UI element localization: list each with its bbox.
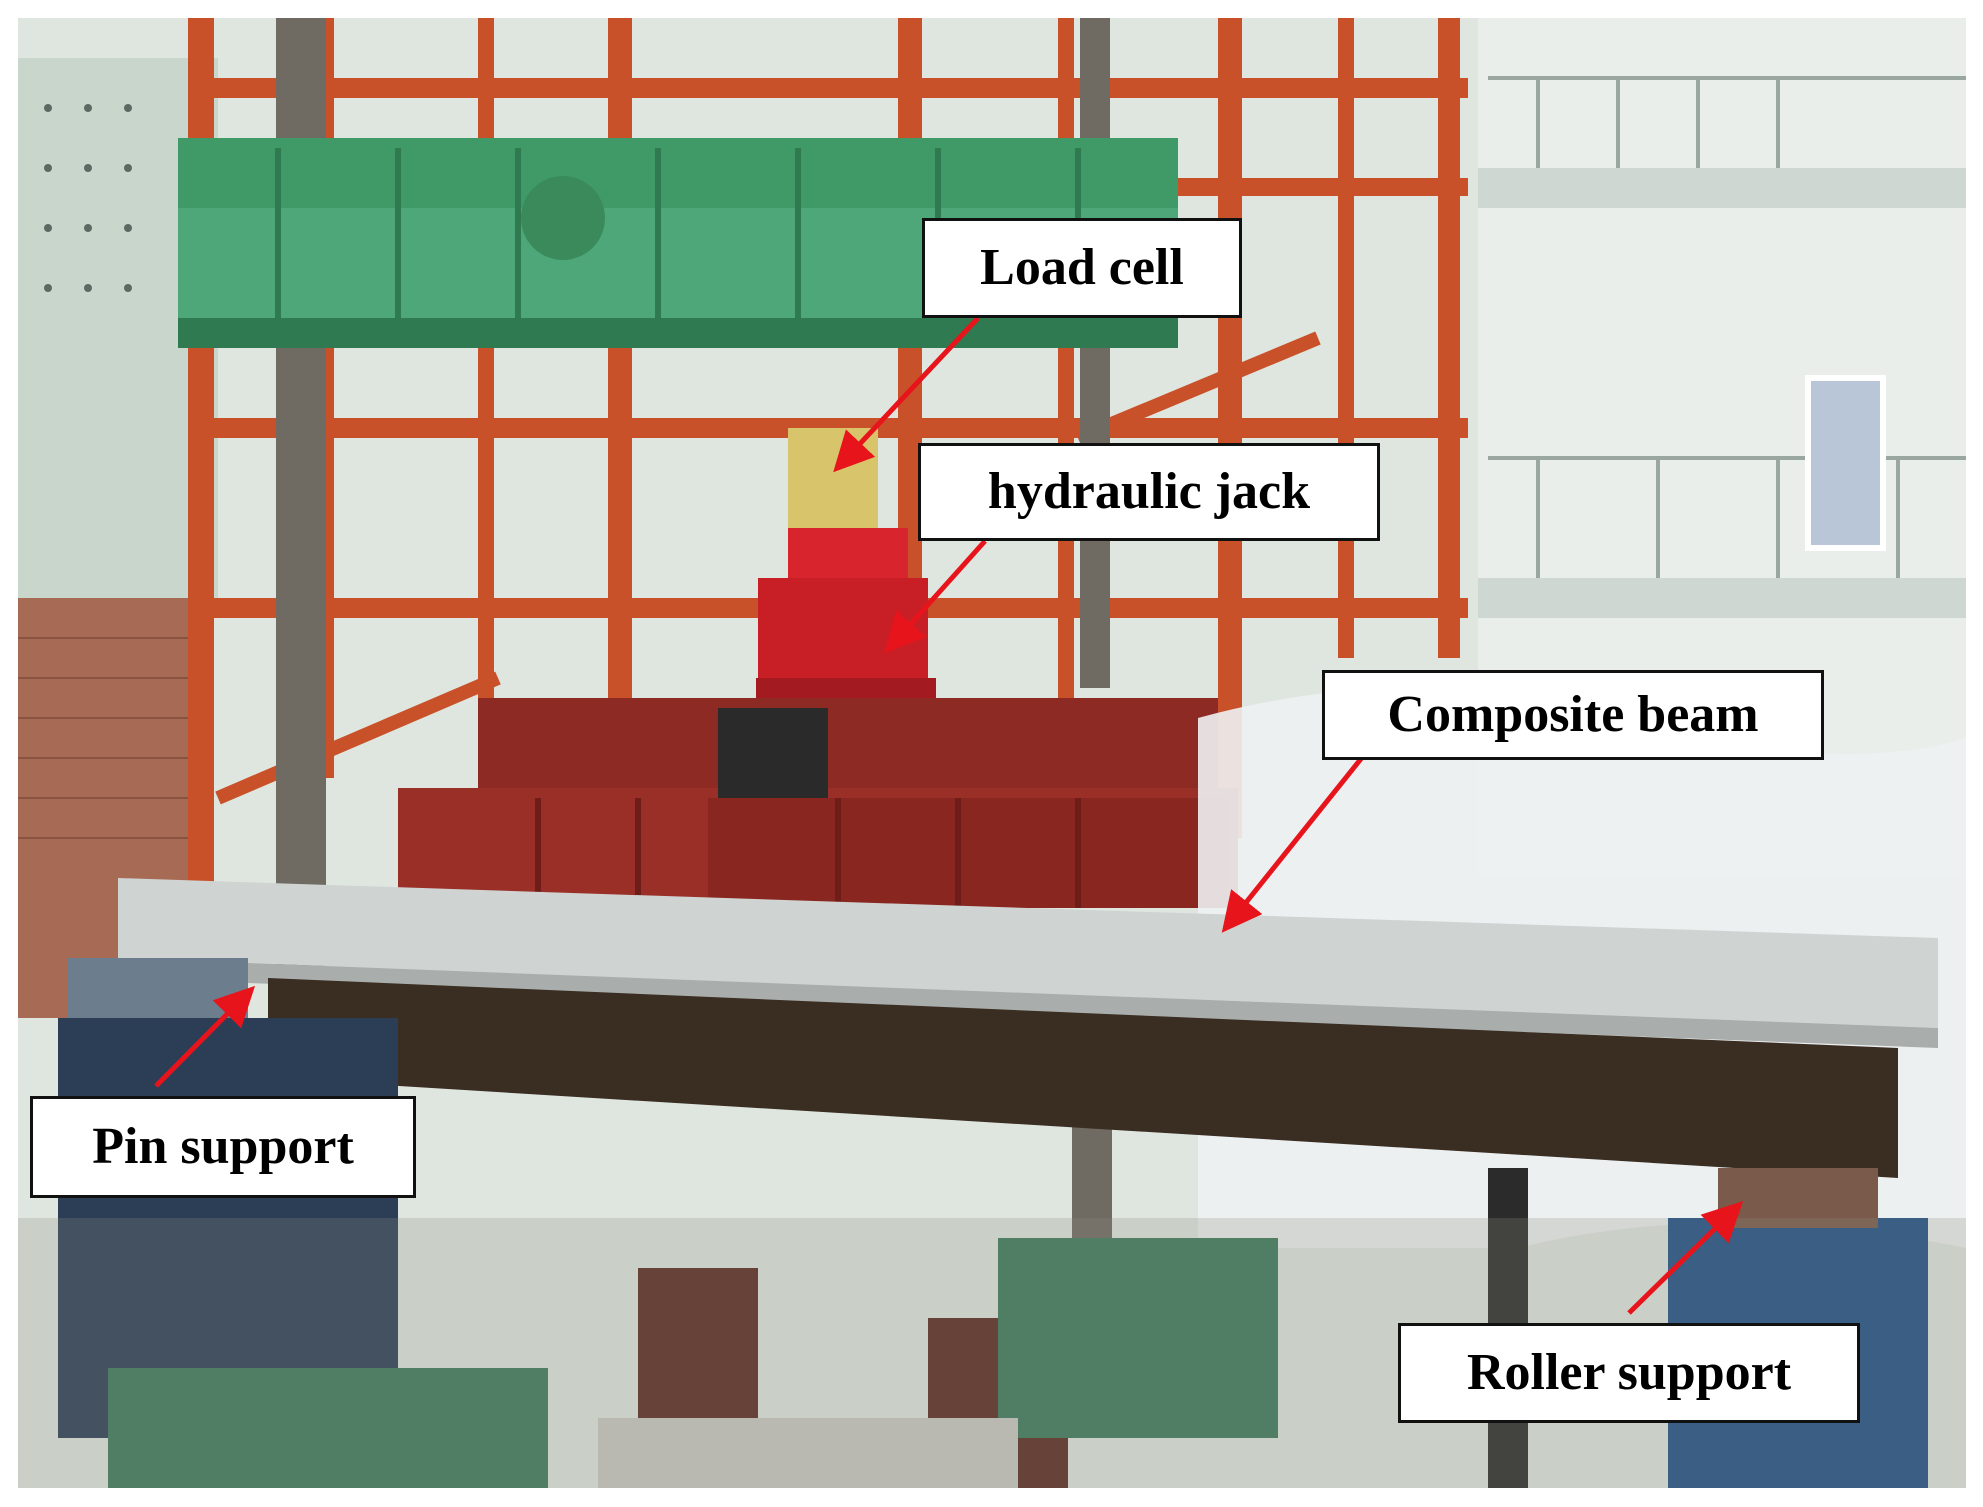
spreader-beam <box>398 698 1238 908</box>
pin-support-base <box>58 958 548 1488</box>
steel-beam <box>268 978 1898 1178</box>
label-pin-support: Pin support <box>30 1096 416 1198</box>
balcony-railings <box>1488 76 1966 578</box>
label-hydraulic-jack: hydraulic jack <box>918 443 1380 541</box>
wall-dots <box>44 104 132 292</box>
floor-equipment <box>18 1218 1966 1488</box>
label-composite-beam: Composite beam <box>1322 670 1824 760</box>
label-load-cell: Load cell <box>922 218 1242 318</box>
poster <box>1805 375 1886 551</box>
test-setup-photo: Load cell hydraulic jack Composite beam … <box>18 18 1966 1488</box>
balcony-lower <box>1478 578 1966 618</box>
annotation-arrows <box>154 316 1744 1315</box>
brick-lines <box>18 637 208 839</box>
arrow-hydraulic-jack <box>884 539 987 654</box>
arrow-pin-support <box>154 985 256 1088</box>
balcony-upper <box>1478 168 1966 208</box>
arrow-composite-beam <box>1221 738 1378 933</box>
concrete-slab <box>118 878 1938 1048</box>
label-roller-support: Roller support <box>1398 1323 1860 1423</box>
arrow-roller-support <box>1627 1200 1744 1315</box>
arrow-load-cell <box>833 316 980 473</box>
